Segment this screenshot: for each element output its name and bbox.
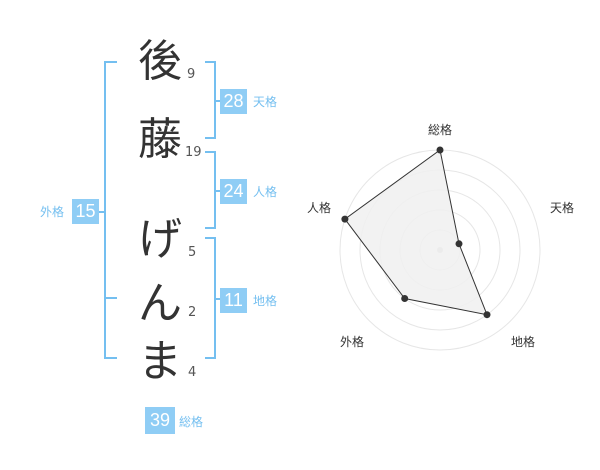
- name-char-1: 後: [138, 36, 182, 87]
- tenkaku-label: 天格: [253, 95, 278, 109]
- soukaku-badge: 39: [145, 407, 175, 434]
- stroke-count-3: 5: [188, 245, 197, 260]
- soukaku-label: 総格: [179, 415, 204, 429]
- radar-axis-label-soukaku: 総格: [428, 123, 453, 137]
- tenkaku-badge: 28: [220, 89, 247, 114]
- gaikaku-badge: 15: [72, 199, 99, 224]
- chikaku-badge: 11: [220, 288, 247, 313]
- name-char-2: 藤: [138, 114, 182, 165]
- name-char-5: ま: [138, 336, 182, 387]
- stroke-count-2: 19: [185, 145, 202, 160]
- stroke-count-5: 4: [188, 365, 197, 380]
- chikaku-label: 地格: [253, 294, 278, 308]
- name-char-3: げ: [138, 214, 182, 265]
- radar-point-5: [341, 215, 349, 223]
- stroke-count-4: 2: [188, 305, 197, 320]
- radar-axis-label-chikaku: 地格: [511, 335, 536, 349]
- radar-point-1: [436, 146, 444, 154]
- stroke-count-1: 9: [187, 67, 196, 82]
- radar-point-4: [401, 295, 409, 302]
- name-char-4: ん: [138, 278, 182, 329]
- jinkaku-badge: 24: [220, 179, 247, 204]
- radar-point-2: [455, 240, 463, 248]
- gaikaku-label: 外格: [40, 205, 65, 219]
- radar-axis-label-jinkaku: 人格: [307, 201, 332, 215]
- radar-axis-label-tenkaku: 天格: [550, 201, 575, 215]
- radar-axis-label-gaikaku: 外格: [340, 335, 365, 349]
- radar-area: [344, 149, 488, 316]
- radar-point-3: [483, 311, 491, 319]
- jinkaku-label: 人格: [253, 185, 278, 199]
